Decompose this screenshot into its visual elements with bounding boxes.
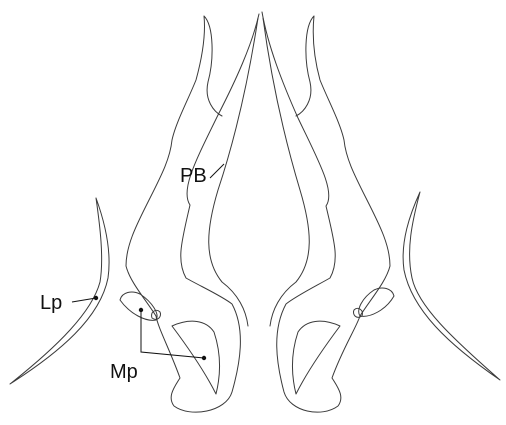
mp-leader-line — [141, 310, 204, 358]
pb-leader-line — [210, 164, 224, 178]
pb-label: PB — [180, 165, 207, 187]
mp-marker-dot-upper — [139, 308, 143, 312]
right-plate-inner-line — [263, 18, 309, 326]
right-lower-prong — [292, 321, 340, 394]
right-structure — [262, 12, 500, 412]
mp-label: Mp — [110, 361, 138, 383]
left-structure — [10, 14, 259, 412]
left-lateral-process — [10, 198, 109, 384]
mp-marker-dot-lower — [202, 356, 206, 360]
lp-marker-dot — [94, 296, 98, 300]
annotations: PB Lp Mp — [40, 164, 224, 383]
right-lateral-process — [403, 192, 500, 380]
lp-label: Lp — [40, 292, 62, 314]
right-plate-outline — [262, 12, 390, 412]
